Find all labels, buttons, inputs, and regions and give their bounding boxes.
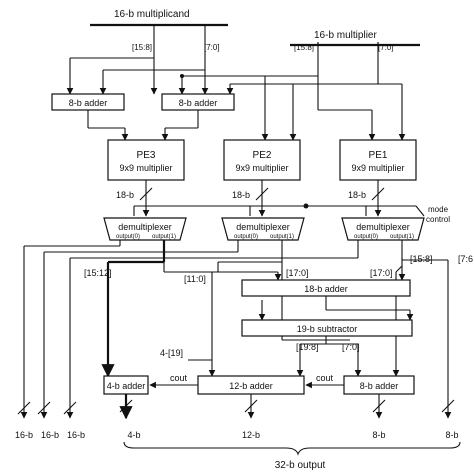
pe1-output-width: 18-b bbox=[348, 190, 366, 200]
pe2-output-width: 18-b bbox=[232, 190, 250, 200]
bits-15-12-label: [15:12] bbox=[84, 268, 112, 278]
top-left-adder-label: 8-b adder bbox=[69, 98, 108, 108]
pe2-multiplier: PE2 9x9 multiplier bbox=[223, 139, 301, 181]
multiplicand-lo-bits-label: [7:0] bbox=[204, 43, 220, 52]
adder-8b-bottom-label: 8-b adder bbox=[360, 381, 399, 391]
output-width-3: 16-b bbox=[67, 430, 85, 440]
mid-wires bbox=[188, 296, 414, 377]
subtractor-19b: 19-b subtractor bbox=[241, 319, 413, 337]
output-width-7: 8-b bbox=[445, 430, 458, 440]
bits-15-8-label: [15:8] bbox=[410, 254, 433, 264]
demux-3-label: demultiplexer bbox=[118, 222, 172, 232]
output-width-4: 4-b bbox=[127, 430, 140, 440]
pe3-desc: 9x9 multiplier bbox=[119, 163, 172, 173]
demux-1: demultiplexer output(0) output(1) bbox=[341, 217, 425, 241]
pe1-desc: 9x9 multiplier bbox=[351, 163, 404, 173]
multiplicand-label: 16-b multiplicand bbox=[114, 9, 190, 20]
demux-2: demultiplexer output(0) output(1) bbox=[221, 217, 305, 241]
adder-to-pe3-wires bbox=[87, 110, 199, 141]
demux-1-label: demultiplexer bbox=[356, 222, 410, 232]
input-distribution-wires bbox=[66, 42, 406, 141]
pe1-multiplier: PE1 9x9 multiplier bbox=[339, 139, 417, 181]
multiplicand-hi-bits-label: [15:8] bbox=[132, 43, 152, 52]
top-right-8b-adder: 8-b adder bbox=[161, 93, 235, 111]
output-width-2: 16-b bbox=[41, 430, 59, 440]
control-label: control bbox=[426, 215, 450, 224]
multiplier-label: 16-b multiplier bbox=[314, 30, 377, 41]
multiplier-lo-bits-label: [7:0] bbox=[378, 43, 394, 52]
pe3-multiplier: PE3 9x9 multiplier bbox=[107, 139, 185, 181]
output-width-6: 8-b bbox=[372, 430, 385, 440]
pe2-desc: 9x9 multiplier bbox=[235, 163, 288, 173]
output-brace bbox=[123, 441, 461, 456]
cout-label-right: cout bbox=[316, 373, 334, 383]
bits-19-8-label: [19:8] bbox=[296, 342, 319, 352]
demux-3: demultiplexer output(0) output(1) bbox=[103, 217, 187, 241]
mode-label: mode bbox=[428, 205, 449, 214]
adder-4b: 4-b adder bbox=[103, 375, 149, 395]
adder-12b: 12-b adder bbox=[197, 375, 305, 395]
adder-12b-label: 12-b adder bbox=[229, 381, 273, 391]
demux-3-out1: output(1) bbox=[152, 234, 176, 240]
bits-7-0-label: [7:0] bbox=[342, 342, 360, 352]
pe1-name: PE1 bbox=[369, 150, 388, 161]
sign-extension-label: 4-[19] bbox=[160, 348, 183, 358]
adder-8b-bottom: 8-b adder bbox=[343, 375, 415, 395]
bits-11-0-label: [11:0] bbox=[184, 274, 206, 284]
bits-7-6-label: [7:6 bbox=[458, 254, 473, 264]
subtractor-19b-label: 19-b subtractor bbox=[297, 324, 358, 334]
demux-2-label: demultiplexer bbox=[236, 222, 290, 232]
multiplicand-bus bbox=[90, 23, 228, 42]
pe3-name: PE3 bbox=[137, 150, 156, 161]
adder-18b-label: 18-b adder bbox=[304, 284, 348, 294]
total-output-label: 32-b output bbox=[275, 460, 326, 471]
multiplier-hi-bits-label: [15:8] bbox=[294, 43, 314, 52]
demux-output0-paths bbox=[20, 240, 359, 419]
output-width-1: 16-b bbox=[15, 430, 33, 440]
demux-1-out0: output(0) bbox=[354, 234, 378, 240]
top-left-8b-adder: 8-b adder bbox=[51, 93, 125, 111]
demux-3-out0: output(0) bbox=[116, 234, 140, 240]
bits-17-0-a-label: [17:0] bbox=[286, 268, 309, 278]
bottom-output-wires bbox=[17, 394, 455, 420]
demux-1-out1: output(1) bbox=[390, 234, 414, 240]
adder-4b-label: 4-b adder bbox=[107, 381, 146, 391]
cout-label-left: cout bbox=[170, 373, 188, 383]
pe2-name: PE2 bbox=[253, 150, 272, 161]
pe3-output-width: 18-b bbox=[116, 190, 134, 200]
demux-2-out0: output(0) bbox=[234, 234, 258, 240]
pe-output-wires bbox=[139, 180, 385, 217]
demux-2-out1: output(1) bbox=[270, 234, 294, 240]
adder-18b: 18-b adder bbox=[241, 279, 411, 297]
bits-17-0-b-label: [17:0] bbox=[370, 268, 393, 278]
top-right-adder-label: 8-b adder bbox=[179, 98, 218, 108]
output-width-5: 12-b bbox=[242, 430, 260, 440]
mode-control-wires bbox=[133, 203, 425, 217]
